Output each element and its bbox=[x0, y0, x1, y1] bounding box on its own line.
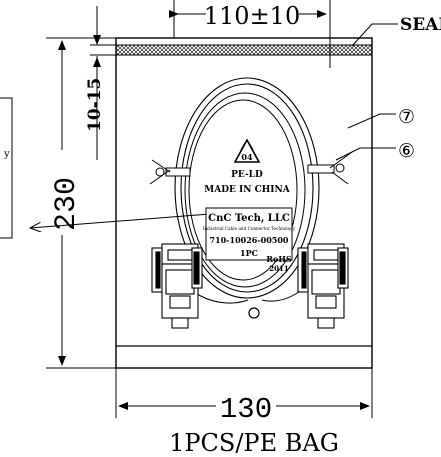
height-dimension: 230 bbox=[46, 37, 116, 369]
callout-6: ⑥ bbox=[335, 140, 415, 162]
recycle-code: 04 bbox=[241, 152, 253, 162]
bottom-width-dimension: 130 bbox=[115, 368, 373, 426]
label-tagline: Industrial Cable and Connector Technolog… bbox=[203, 226, 296, 231]
seal-band-label: 10-15 bbox=[85, 78, 105, 132]
seal-label: SEAL bbox=[400, 15, 441, 35]
connector-left bbox=[151, 243, 203, 329]
callout-6-label: ⑥ bbox=[398, 140, 415, 162]
side-note: y bbox=[0, 97, 211, 239]
label-company: CnC Tech, LLC bbox=[208, 213, 290, 224]
side-note-text: y bbox=[3, 149, 10, 160]
recycle-origin: MADE IN CHINA bbox=[204, 185, 290, 195]
rohs-line2: 2011 bbox=[269, 264, 289, 273]
seal-band-dimension: 10-15 bbox=[85, 6, 116, 160]
top-width-dimension: 110±10 bbox=[169, 0, 331, 68]
callout-7-label: ⑦ bbox=[398, 106, 415, 128]
cable-tie-right bbox=[307, 151, 353, 185]
recycling-symbol: 04 PE-LD MADE IN CHINA bbox=[204, 138, 291, 195]
hang-hole bbox=[248, 307, 260, 319]
pe-bag bbox=[115, 37, 373, 369]
bottom-width-label: 130 bbox=[220, 393, 272, 426]
packing-caption: 1PCS/PE BAG bbox=[169, 429, 339, 457]
top-width-label: 110±10 bbox=[204, 2, 300, 30]
label-qty: 1PC bbox=[240, 248, 258, 258]
connector-right bbox=[297, 243, 349, 329]
height-label: 230 bbox=[50, 177, 84, 231]
seal-leader: SEAL bbox=[351, 15, 441, 47]
recycle-material: PE-LD bbox=[231, 170, 263, 180]
label-part-number: 710-10026-00500 bbox=[209, 235, 288, 245]
coiled-cable bbox=[169, 77, 323, 304]
cable-tie-left bbox=[149, 159, 191, 185]
product-label: CnC Tech, LLC Industrial Cable and Conne… bbox=[203, 207, 296, 261]
seal-band bbox=[115, 44, 373, 56]
rohs-line1: RoHS bbox=[266, 254, 292, 264]
callout-7: ⑦ bbox=[347, 106, 415, 129]
rohs-mark: RoHS 2011 bbox=[266, 254, 292, 273]
